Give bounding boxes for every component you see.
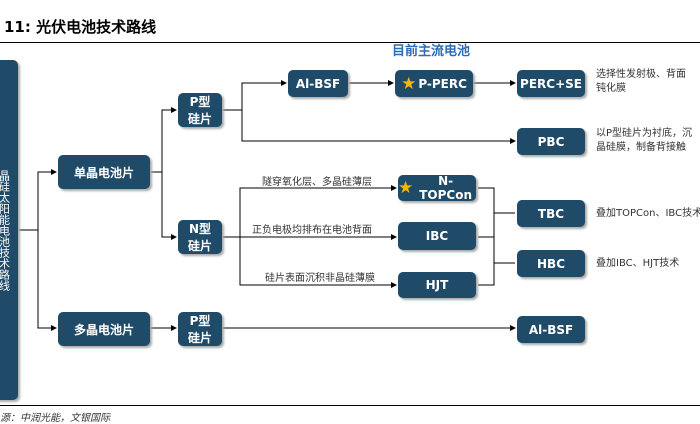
perc-label: P-PERC (418, 76, 467, 91)
albsf-top-node: Al-BSF (288, 70, 348, 97)
mainstream-label: 目前主流电池 (392, 44, 471, 59)
topcon-node: ★N-TOPCon (398, 174, 476, 202)
mono-node: 单晶电池片 (58, 155, 150, 189)
star-icon: ★ (401, 73, 417, 94)
n-wafer-node: N型 硅片 (178, 220, 222, 254)
pbc-node: PBC (517, 128, 585, 155)
edge-label-topcon: 隧穿氧化层、多晶硅薄层 (262, 177, 372, 188)
perc-node: ★P-PERC (395, 70, 473, 97)
albsf-bottom-node: Al-BSF (517, 316, 585, 343)
title-divider (0, 42, 700, 43)
desc-hbc: 叠加IBC、HJT技术 (596, 258, 680, 269)
topcon-label: N-TOPCon (419, 174, 473, 202)
p-wafer-top-node: P型 硅片 (178, 93, 222, 127)
source-note: 源：中润光能，文银国际 (0, 413, 110, 424)
desc-perc-se: 选择性发射极、背面 钝化膜 (596, 69, 686, 94)
ibc-node: IBC (398, 222, 476, 250)
p-wafer-bottom-node: P型 硅片 (178, 312, 222, 346)
hbc-node: HBC (517, 250, 585, 277)
perc-se-node: PERC+SE (517, 70, 585, 97)
footer-divider (0, 405, 700, 406)
hjt-node: HJT (398, 272, 476, 298)
star-icon: ★ (398, 178, 414, 198)
poly-node: 多晶电池片 (58, 312, 150, 346)
edge-label-ibc: 正负电极均排布在电池背面 (252, 225, 372, 236)
desc-pbc: 以P型硅片为衬底，沉 晶硅膜，制备背接触 (596, 128, 693, 153)
tbc-node: TBC (517, 200, 585, 227)
desc-tbc: 叠加TOPCon、IBC技术 (596, 208, 700, 219)
figure-title: 11: 光伏电池技术路线 (4, 18, 157, 36)
root-node: 晶硅太阳能电池技术路线 (0, 60, 18, 400)
edge-label-hjt: 硅片表面沉积非晶硅薄膜 (265, 273, 375, 284)
